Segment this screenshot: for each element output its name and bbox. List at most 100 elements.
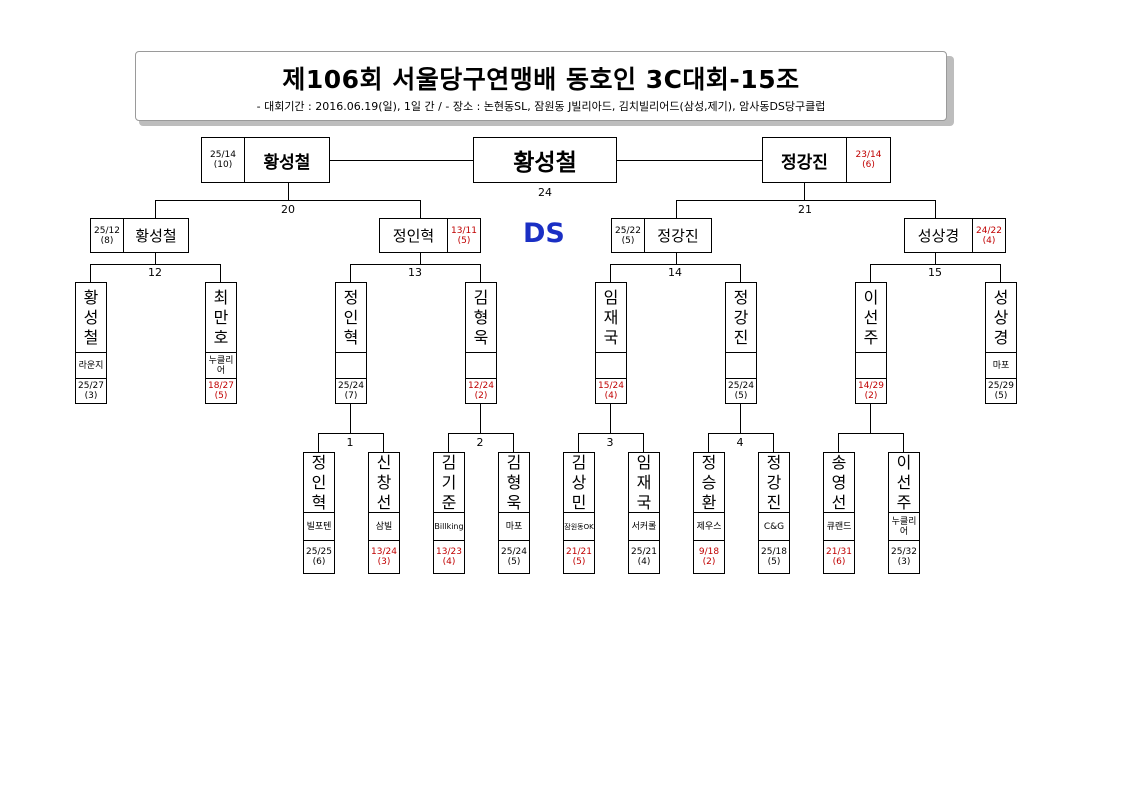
score: 25/12 <box>94 225 120 236</box>
match-number: 12 <box>148 266 162 279</box>
score-cell: 13/11 (5) <box>448 219 480 252</box>
score: 13/11 <box>451 225 477 236</box>
page-subtitle: - 대회기간 : 2016.06.19(일), 1일 간 / - 장소 : 논현… <box>256 100 826 113</box>
score-cell: 23/14 (6) <box>847 138 890 182</box>
club-name: 제우스 <box>694 513 724 541</box>
score-cell: 25/24(5) <box>728 381 754 401</box>
score-cell: 9/18(2) <box>698 547 720 567</box>
score-cell: 21/21(5) <box>566 547 592 567</box>
score-cell: 13/23(4) <box>436 547 462 567</box>
score-cell: 25/27(3) <box>78 381 104 401</box>
club-name: 삼빌 <box>369 513 399 541</box>
match-number: 3 <box>606 436 614 449</box>
innings: (5) <box>621 235 635 246</box>
match-number: 20 <box>281 203 295 216</box>
header-box: 제106회 서울당구연맹배 동호인 3C대회-15조 - 대회기간 : 2016… <box>135 51 947 121</box>
score-cell: 24/22 (4) <box>973 219 1005 252</box>
score-cell: 25/24(5) <box>501 547 527 567</box>
score-cell: 13/24(3) <box>371 547 397 567</box>
match-number: 14 <box>668 266 682 279</box>
score-cell: 25/21(4) <box>631 547 657 567</box>
score-cell: 14/29(2) <box>858 381 884 401</box>
player-name: 정강진 <box>763 138 847 182</box>
club-name: 빌포텐 <box>304 513 334 541</box>
semi-box: 25/12 (8) 황성철 <box>90 218 189 253</box>
club-name: 서커롤 <box>629 513 659 541</box>
score-cell: 25/12 (8) <box>91 219 124 252</box>
player-name: 황성철 <box>135 227 177 245</box>
player-name: 정인혁 <box>380 219 448 252</box>
score-cell: 25/18(5) <box>761 547 787 567</box>
score: 25/14 <box>210 150 236 160</box>
winner-name: 황성철 <box>513 150 577 176</box>
club-name <box>336 353 366 379</box>
match-number-final: 24 <box>538 186 552 199</box>
match-number: 13 <box>408 266 422 279</box>
score: 24/22 <box>976 225 1002 236</box>
innings: (5) <box>457 235 471 246</box>
score-cell: 21/31(6) <box>826 547 852 567</box>
score-cell: 18/27(5) <box>208 381 234 401</box>
match-number: 21 <box>798 203 812 216</box>
innings: (10) <box>213 160 233 170</box>
semi-box: 성상경 24/22 (4) <box>904 218 1006 253</box>
score-cell: 12/24(2) <box>468 381 494 401</box>
finalist-box-left: 25/14 (10) 황성철 <box>201 137 330 183</box>
match-number: 15 <box>928 266 942 279</box>
innings: (8) <box>100 235 114 246</box>
match-number: 1 <box>346 436 354 449</box>
player-name: 성상경 <box>905 219 973 252</box>
innings: (4) <box>982 235 996 246</box>
club-name: C&G <box>759 513 789 541</box>
club-name: 마포 <box>986 353 1016 379</box>
score-cell: 15/24(4) <box>598 381 624 401</box>
club-name: 누클리어 <box>889 513 919 541</box>
club-name <box>726 353 756 379</box>
club-name: 잠원동OK <box>564 513 594 541</box>
score: 23/14 <box>855 150 882 160</box>
semi-box: 정인혁 13/11 (5) <box>379 218 481 253</box>
score-cell: 25/22 (5) <box>612 219 645 252</box>
innings: (6) <box>862 160 875 170</box>
club-name <box>856 353 886 379</box>
score-cell: 25/14 (10) <box>202 138 245 182</box>
player-name: 황성철 <box>263 152 311 173</box>
club-name: 마포 <box>499 513 529 541</box>
semi-box: 25/22 (5) 정강진 <box>611 218 712 253</box>
club-name: 라운지 <box>76 353 106 379</box>
winner-box: 황성철 <box>473 137 617 183</box>
finalist-box-right: 정강진 23/14 (6) <box>762 137 891 183</box>
club-name: 큐랜드 <box>824 513 854 541</box>
score-cell: 25/25(6) <box>306 547 332 567</box>
score: 25/22 <box>615 225 641 236</box>
club-name <box>466 353 496 379</box>
page-title: 제106회 서울당구연맹배 동호인 3C대회-15조 <box>282 65 800 94</box>
score-cell: 25/24(7) <box>338 381 364 401</box>
